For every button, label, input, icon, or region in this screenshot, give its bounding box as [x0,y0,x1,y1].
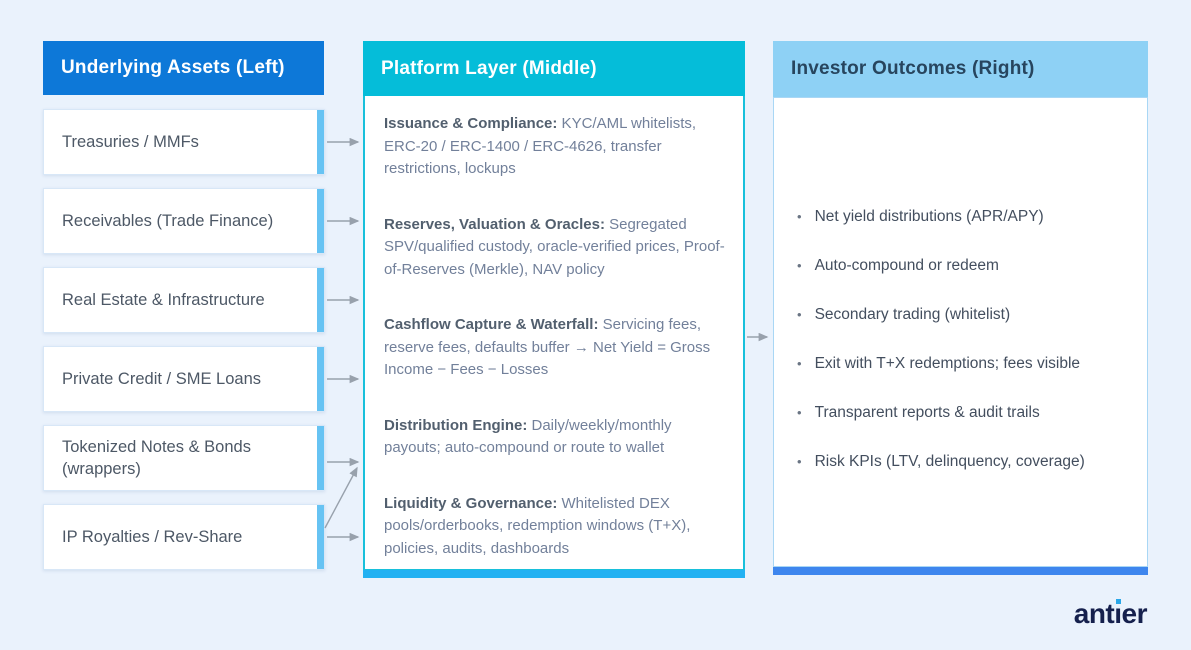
asset-box-receivables: Receivables (Trade Finance) [43,188,325,254]
section-text: Daily/weekly/monthly payouts; auto-compo… [384,416,672,457]
bullet-icon: • [797,258,802,273]
outcome-label: Net yield distributions (APR/APY) [814,207,1044,225]
outcome-item: • Auto-compound or redeem [773,241,1148,290]
section-distribution-engine: Distribution Engine: Daily/weekly/monthl… [384,415,727,460]
section-text: KYC/AML whitelists, ERC-20 / ERC-1400 / … [384,115,697,177]
outcome-item: • Exit with T+X redemptions; fees visible [773,339,1148,388]
left-column-header: Underlying Assets (Left) [43,41,324,95]
asset-box-label: Treasuries / MMFs [62,132,199,151]
section-label: Reserves, Valuation & Oracles: [384,215,605,233]
section-label: Issuance & Compliance: [384,115,558,132]
asset-box-label: Receivables (Trade Finance) [62,211,274,230]
outcome-item: • Secondary trading (whitelist) [773,290,1148,339]
right-bottom-accent-bar [773,567,1148,575]
section-cashflow-waterfall: Cashflow Capture & Waterfall: Servicing … [384,314,727,382]
section-label: Distribution Engine: [384,416,528,434]
logo-text-post: er [1121,598,1148,629]
asset-box-tokenized-notes: Tokenized Notes & Bonds (wrappers) [43,425,325,491]
outcome-label: Exit with T+X redemptions; fees visible [814,354,1081,372]
bullet-icon: • [797,307,802,322]
investor-outcomes-list: • Net yield distributions (APR/APY) • Auto… [773,192,1148,486]
logo-text-pre: ant [1073,598,1115,629]
outcome-label: Auto-compound or redeem [814,256,999,274]
section-liquidity-governance: Liquidity & Governance: Whitelisted DEX … [384,493,727,561]
right-column-title: Investor Outcomes (Right) [791,58,1035,79]
section-text: Segregated SPV/qualified custody, oracle… [384,215,725,278]
section-label: Cashflow Capture & Waterfall: [384,316,599,333]
investor-outcomes-panel [773,97,1148,567]
asset-box-label: Real Estate & Infrastructure [62,290,265,309]
middle-column-header: Platform Layer (Middle) [363,41,745,96]
asset-box-real-estate: Real Estate & Infrastructure [43,267,325,333]
asset-box-label: Private Credit / SME Loans [62,369,261,388]
asset-box-treasuries: Treasuries / MMFs [43,109,325,175]
asset-box-private-credit: Private Credit / SME Loans [43,346,325,412]
asset-box-ip-royalties: IP Royalties / Rev-Share [43,504,325,570]
arrow-diagonal-to-platform [324,466,358,529]
left-column-title: Underlying Assets (Left) [61,57,285,78]
bullet-icon: • [797,454,802,469]
middle-column-title: Platform Layer (Middle) [381,57,597,79]
bullet-icon: • [797,356,802,371]
asset-box-label: Tokenized Notes & Bonds (wrappers) [62,437,251,478]
section-issuance-compliance: Issuance & Compliance: KYC/AML whitelist… [384,113,727,181]
section-text: Whitelisted DEX pools/orderbooks, redemp… [384,494,691,557]
outcome-item: • Net yield distributions (APR/APY) [773,192,1148,241]
outcome-item: • Risk KPIs (LTV, delinquency, coverage) [773,437,1148,486]
section-label: Liquidity & Governance: [384,494,558,512]
section-reserves-valuation: Reserves, Valuation & Oracles: Segregate… [384,214,727,282]
bullet-icon: • [797,209,802,224]
logo-letter-i: ı [1114,598,1122,630]
outcome-label: Secondary trading (whitelist) [814,305,1011,323]
outcome-label: Transparent reports & audit trails [814,403,1040,421]
outcome-label: Risk KPIs (LTV, delinquency, coverage) [814,452,1085,470]
logo-i-glyph: ı [1114,598,1122,629]
asset-box-label: IP Royalties / Rev-Share [62,527,243,546]
platform-layer-panel: Issuance & Compliance: KYC/AML whitelist… [363,96,745,570]
outcome-item: • Transparent reports & audit trails [773,388,1148,437]
middle-bottom-accent-bar [363,570,745,578]
logo-i-dot [1116,599,1122,604]
bullet-icon: • [797,405,802,420]
section-text: Servicing fees, reserve fees, defaults b… [384,316,711,378]
right-column-header: Investor Outcomes (Right) [773,41,1148,97]
